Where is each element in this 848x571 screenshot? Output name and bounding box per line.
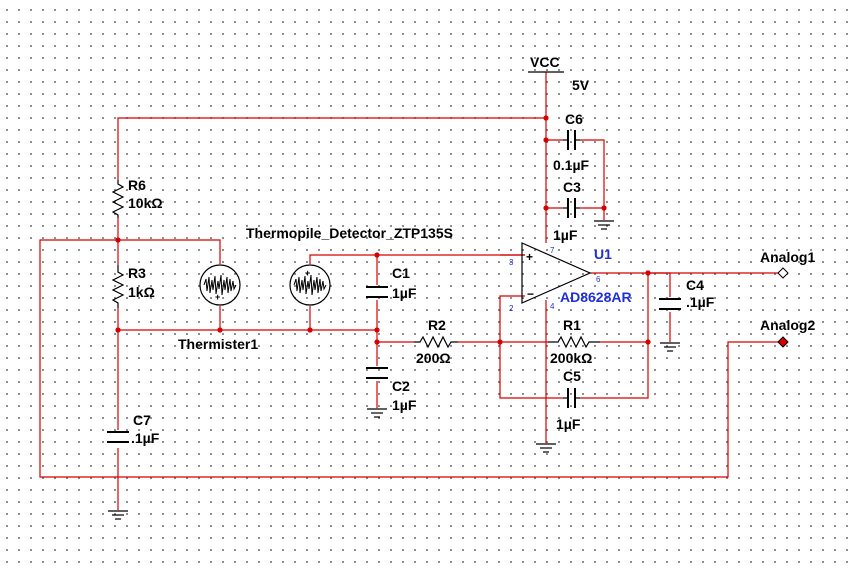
c2-label: C2: [392, 378, 410, 394]
thermopile-label: Thermopile_Detector_ZTP135S: [246, 225, 453, 241]
thermistor-plus-sign: +: [215, 292, 220, 302]
analog2-label: Analog2: [760, 317, 815, 333]
opamp-u1[interactable]: + − 3 2 7 4 6 U1 AD8628AR: [500, 242, 632, 313]
c5-label: C5: [563, 368, 581, 384]
c4-label: C4: [686, 277, 704, 293]
pin-3: 3: [509, 258, 514, 267]
junctions: [115, 115, 651, 345]
resistor-r2[interactable]: R2 200Ω: [414, 317, 458, 366]
pin-2: 2: [509, 304, 514, 313]
capacitor-c3[interactable]: C3 1µF: [553, 179, 581, 243]
c2-value: 1µF: [392, 397, 417, 413]
c5-value: 1µF: [556, 416, 581, 432]
analog1-label: Analog1: [760, 249, 815, 265]
pin-6: 6: [596, 275, 601, 284]
c7-label: C7: [133, 412, 151, 428]
capacitor-c2[interactable]: C2 1µF: [366, 367, 417, 413]
r6-value: 10kΩ: [128, 195, 163, 211]
ground-c3: [594, 220, 614, 230]
u1-label: U1: [594, 246, 612, 262]
u1-part-number: AD8628AR: [560, 289, 632, 305]
c6-label: C6: [565, 111, 583, 127]
thermistor-thermister1[interactable]: + Thermister1: [178, 264, 258, 352]
opamp-plus-sign: +: [526, 250, 533, 264]
capacitor-c1[interactable]: C1 1µF: [366, 265, 417, 301]
capacitor-c4[interactable]: C4 .1µF: [659, 277, 715, 310]
resistor-r3[interactable]: R3 1kΩ: [111, 265, 155, 308]
opamp-minus-sign: −: [527, 287, 534, 301]
c4-value: .1µF: [686, 294, 715, 310]
capacitor-c7[interactable]: C7 .1µF: [107, 412, 160, 446]
r2-value: 200Ω: [416, 350, 451, 366]
r3-label: R3: [128, 265, 146, 281]
c1-value: 1µF: [392, 285, 417, 301]
connector-analog2[interactable]: Analog2: [760, 317, 815, 348]
thermistor-label: Thermister1: [178, 336, 258, 352]
resistor-r6[interactable]: R6 10kΩ: [111, 177, 163, 218]
r2-label: R2: [428, 317, 446, 333]
r6-label: R6: [128, 177, 146, 193]
c7-value: .1µF: [131, 430, 160, 446]
capacitor-c5[interactable]: C5 1µF: [556, 368, 581, 432]
r1-value: 200kΩ: [550, 350, 592, 366]
ground-c4: [660, 342, 680, 352]
c3-label: C3: [563, 179, 581, 195]
r1-label: R1: [563, 317, 581, 333]
vcc-value: 5V: [572, 77, 590, 93]
thermopile-plus-sign: +: [305, 268, 310, 278]
c6-value: 0.1µF: [553, 157, 590, 173]
pin-4: 4: [550, 302, 555, 311]
thermopile-detector[interactable]: + Thermopile_Detector_ZTP135S: [246, 225, 453, 306]
resistor-r1[interactable]: R1 200kΩ: [548, 317, 600, 366]
c1-label: C1: [392, 265, 410, 281]
pin-7: 7: [550, 246, 555, 255]
r3-value: 1kΩ: [128, 284, 155, 300]
connector-analog1[interactable]: Analog1: [760, 249, 815, 279]
capacitor-c6[interactable]: C6 0.1µF: [553, 111, 590, 173]
ground-c2: [367, 408, 387, 418]
c3-value: 1µF: [553, 227, 578, 243]
ground-opamp: [536, 443, 556, 453]
vcc-label: VCC: [530, 54, 560, 70]
ground-c7: [108, 510, 128, 520]
vcc-power-symbol[interactable]: VCC 5V: [528, 54, 590, 93]
